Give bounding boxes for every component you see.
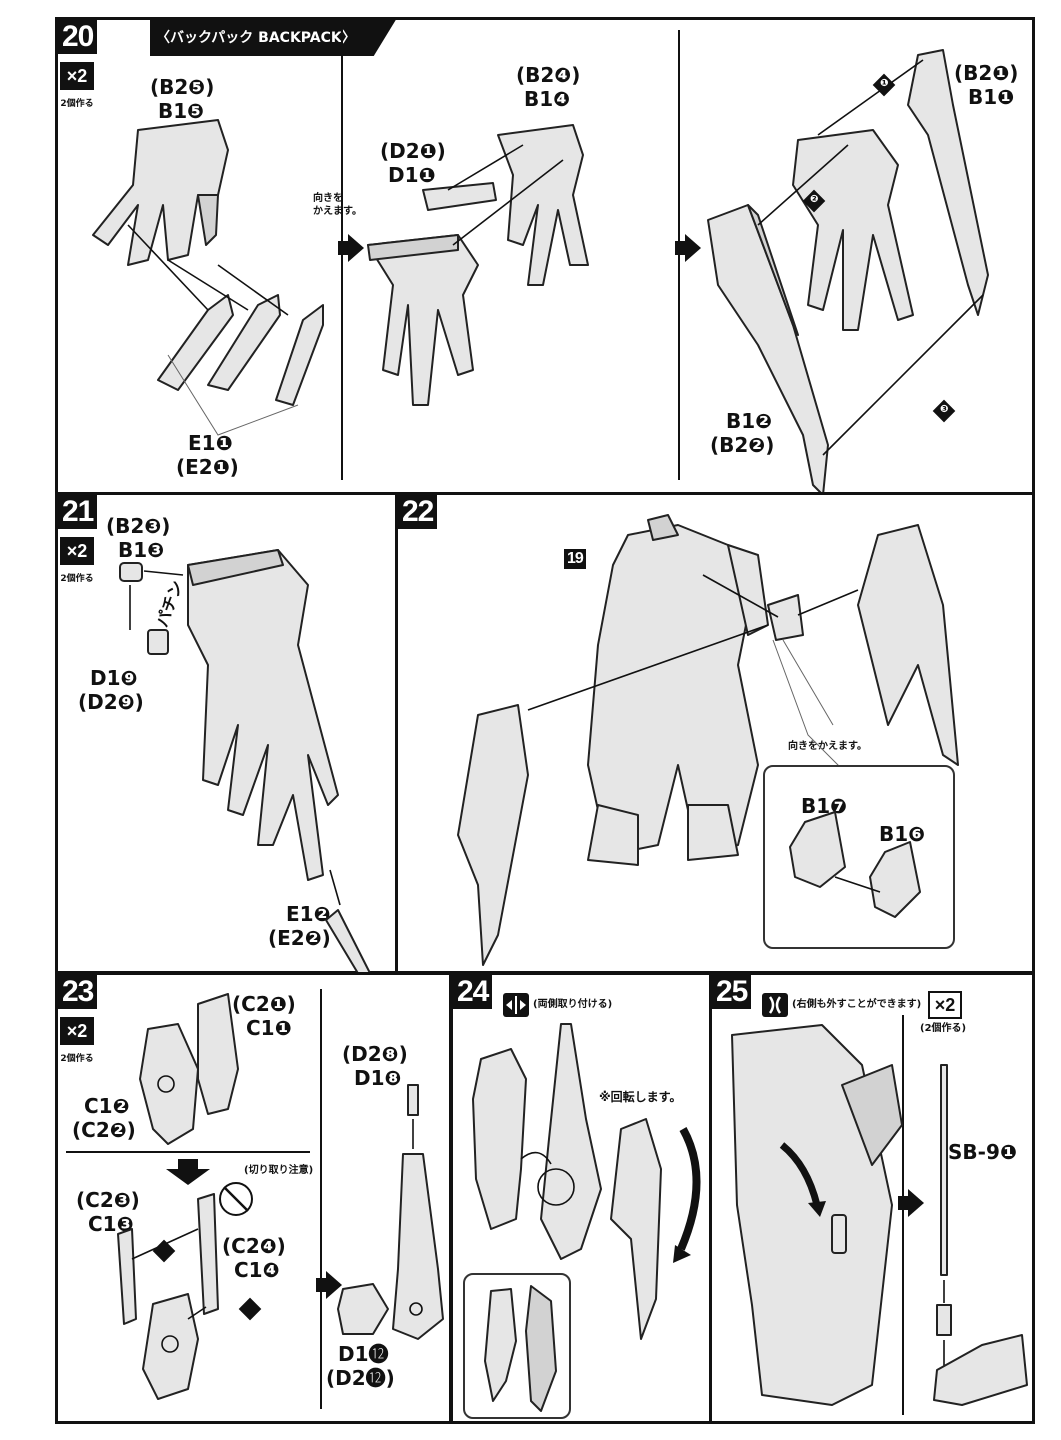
label-e12: E1❷: [286, 902, 331, 926]
removable-icon: [762, 993, 788, 1017]
step-20-panel: 20 〈バックパック BACKPACK〉 ×2 2個作る (B2❺) B1❺ E…: [55, 17, 1035, 496]
label-c21: (C2❶): [232, 992, 296, 1016]
caution-note: (切り取り注意): [244, 1165, 314, 1176]
step-number: 20: [58, 20, 98, 54]
quantity-badge: ×2 2個作る: [60, 62, 94, 109]
divider: [678, 30, 680, 480]
quantity-note: 2個作る: [60, 99, 94, 109]
quantity-x2: ×2: [60, 537, 94, 565]
label-b22: (B2❷): [710, 433, 775, 457]
label-b16: B1❻: [879, 822, 926, 846]
attach-note: (両側取り付ける): [533, 999, 613, 1010]
label-d28: (D2❽): [342, 1042, 408, 1066]
bracket-drawing: [789, 811, 921, 918]
label-d18: D1❽: [354, 1066, 402, 1090]
note-turn: 向きをかえます。: [788, 741, 867, 752]
label-c11: C1❶: [246, 1016, 292, 1040]
label-b15: B1❺: [158, 99, 205, 123]
step-number: 23: [58, 975, 98, 1009]
mobile-suit-drawing: [457, 514, 959, 966]
label-c12: C1❷: [84, 1094, 130, 1118]
note-turn: 向きを かえます。: [313, 193, 362, 217]
label-sb9: SB-9❶: [948, 1140, 1017, 1164]
step-21-panel: 21 ×2 2個作る (B2❸) B1❸ D1❾ (D2❾) E1❷ (E2❷)…: [55, 492, 398, 991]
leg-attachment-drawing: [731, 1024, 1028, 1406]
label-d11: D1❶: [388, 163, 436, 187]
ref-step-number: 19: [564, 549, 586, 569]
quantity-note: (2個作る): [920, 1023, 967, 1034]
step-number: 25: [712, 975, 752, 1009]
rotate-note: ※回転します。: [599, 1090, 682, 1104]
divider: [320, 989, 322, 1409]
step-number: 22: [398, 495, 438, 529]
label-b24: (B2❹): [516, 63, 581, 87]
next-arrow-icon: [675, 234, 701, 262]
divider: [341, 30, 343, 480]
backpack-wing-drawing-c: [707, 49, 989, 496]
label-b13: B1❸: [118, 538, 165, 562]
divider-horizontal: [66, 1151, 310, 1153]
label-c22: (C2❷): [72, 1118, 136, 1142]
backpack-wing-drawing-a: [92, 119, 324, 436]
detail-inset: B1❼ B1❻: [763, 765, 955, 949]
shield-parts-drawing: [117, 993, 444, 1400]
quantity-note: 2個作る: [60, 574, 94, 584]
next-arrow-icon: [338, 234, 364, 262]
label-b25: (B2❺): [150, 75, 215, 99]
label-b14: B1❹: [524, 87, 571, 111]
label-d21: (D2❶): [380, 139, 446, 163]
label-b12: B1❷: [726, 409, 773, 433]
label-e22: (E2❷): [268, 926, 331, 950]
arm-detail-drawing: [484, 1285, 557, 1412]
wing-assembly-drawing: [119, 549, 377, 991]
label-b23: (B2❸): [106, 514, 171, 538]
next-arrow-icon: [898, 1189, 924, 1217]
divider: [902, 1015, 904, 1415]
label-b21: (B2❶): [954, 61, 1019, 85]
label-c24: (C2❹): [222, 1234, 286, 1258]
quantity-badge: ×2: [928, 991, 962, 1019]
label-d212: (D2⓬): [326, 1366, 395, 1390]
step-23-panel: 23 ×2 2個作る (C2❶) C1❶ C1❷ (C2❷) (C2❸) C1❸…: [55, 972, 452, 1424]
label-c23: (C2❸): [76, 1188, 140, 1212]
step-number: 24: [453, 975, 493, 1009]
label-d29: (D2❾): [78, 690, 144, 714]
removable-note: (右側も外すことができます): [792, 999, 922, 1010]
step-25-panel: 25 (右側も外すことができます) ×2 (2個作る) SB-9❶: [709, 972, 1035, 1424]
quantity-x2: ×2: [60, 1017, 94, 1045]
quantity-x2: ×2: [60, 62, 94, 90]
label-e21: (E2❶): [176, 455, 239, 479]
step-24-panel: 24 (両側取り付ける) ※回転します。: [450, 972, 712, 1424]
seq-1: ❶: [880, 78, 889, 89]
quantity-badge: ×2 2個作る: [60, 537, 94, 584]
next-arrow-icon: [316, 1271, 342, 1299]
label-d112: D1⓬: [338, 1342, 389, 1366]
label-c13: C1❸: [88, 1212, 134, 1236]
arm-shield-drawing: [472, 1023, 701, 1340]
step-number: 21: [58, 495, 98, 529]
label-c14: C1❹: [234, 1258, 280, 1282]
detail-inset: [463, 1273, 571, 1419]
backpack-wing-drawing-b: [367, 124, 589, 406]
step-22-panel: 22 19 向きをかえます。 B1❼ B1❻: [395, 492, 1035, 974]
seq-2: ❷: [810, 194, 819, 205]
seq-3: ❸: [940, 404, 949, 415]
quantity-badge: ×2 2個作る: [60, 1017, 94, 1064]
quantity-x2: ×2: [928, 991, 962, 1019]
label-b11: B1❶: [968, 85, 1015, 109]
both-sides-icon: [503, 993, 529, 1017]
label-e11: E1❶: [188, 431, 233, 455]
quantity-note: 2個作る: [60, 1054, 94, 1064]
section-title: 〈バックパック BACKPACK〉: [150, 20, 396, 56]
label-d19: D1❾: [90, 666, 138, 690]
